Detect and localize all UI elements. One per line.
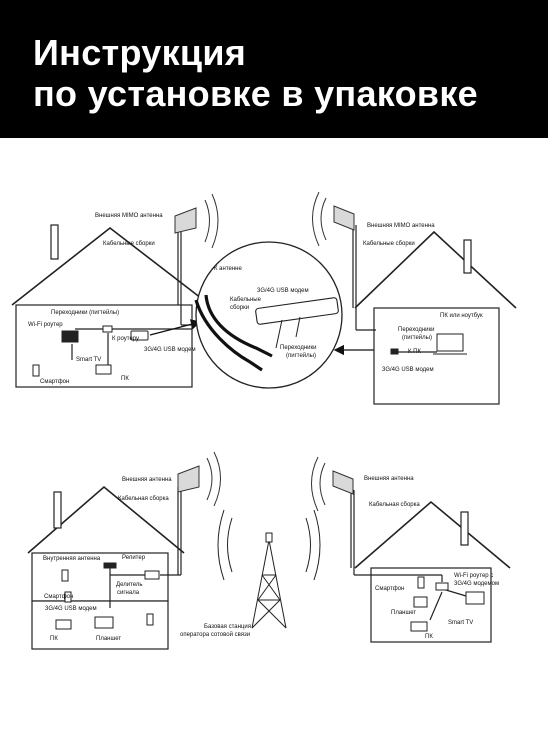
scheme2-right-house bbox=[350, 490, 511, 643]
s1-zoom-adapters-2: (пигтейлы) bbox=[286, 352, 316, 359]
s2-right-cable-label: Кабельная сборка bbox=[369, 502, 420, 508]
s2-left-smartphone-label: Смартфон bbox=[44, 594, 73, 600]
scheme1-zoom-circle bbox=[194, 241, 343, 389]
s1-right-antenna-label: Внешняя MIMO антенна bbox=[367, 223, 435, 229]
s1-left-to-router-label: К роутеру bbox=[112, 336, 139, 342]
scheme1-right-antenna bbox=[312, 191, 355, 247]
s1-right-to-pc-label: К ПК bbox=[408, 349, 421, 355]
s1-left-antenna-label: Внешняя MIMO антенна bbox=[95, 213, 163, 219]
scheme2-left-antenna bbox=[177, 451, 221, 507]
s1-right-adapters-2: (пигтейлы) bbox=[402, 334, 432, 341]
scheme2-right-devices bbox=[410, 576, 485, 632]
s1-left-tv-label: Smart TV bbox=[76, 357, 101, 363]
scheme2-tower bbox=[217, 509, 321, 629]
s2-left-repeater-label: Репитер bbox=[122, 555, 146, 561]
scheme1-left-devices bbox=[32, 325, 149, 377]
s2-right-router-2: 3G/4G модемом bbox=[454, 581, 499, 587]
scheme2-left-devices bbox=[55, 562, 160, 630]
s2-left-antenna-label: Внешняя антенна bbox=[122, 477, 172, 483]
s2-right-tv-label: Smart TV bbox=[448, 620, 473, 626]
s2-left-splitter-2: сигнала bbox=[117, 590, 140, 596]
s1-right-adapters-1: Переходники bbox=[398, 327, 434, 333]
scheme2-right-antenna bbox=[311, 456, 354, 512]
s2-left-modem-label: 3G/4G USB модем bbox=[45, 606, 97, 612]
s1-zoom-cables-2: сборки bbox=[230, 305, 249, 311]
s1-zoom-adapters-1: Переходники bbox=[280, 345, 316, 351]
s2-right-router-1: Wi-Fi роутер с bbox=[454, 573, 493, 579]
s2-right-tablet-label: Планшет bbox=[391, 610, 416, 616]
s1-zoom-modem: 3G/4G USB модем bbox=[257, 288, 309, 294]
s2-tower-label-1: Базовая станция bbox=[204, 624, 251, 630]
s2-left-pc-label: ПК bbox=[50, 636, 58, 642]
s2-right-pc-label: ПК bbox=[425, 634, 433, 640]
s1-right-cables-label: Кабельные сборки bbox=[363, 241, 415, 247]
s1-zoom-to-antenna: К антенне bbox=[214, 266, 242, 272]
s2-left-splitter-1: Делитель bbox=[116, 582, 143, 588]
scheme1-right-devices bbox=[390, 333, 467, 355]
scheme1-left-house bbox=[11, 224, 211, 388]
s2-left-cable-label: Кабельная сборка bbox=[118, 496, 169, 502]
s2-left-inner-antenna-label: Внутренняя антенна bbox=[43, 556, 101, 562]
s1-left-modem-label: 3G/4G USB модем bbox=[144, 347, 196, 353]
scheme1-right-house bbox=[352, 225, 517, 405]
scheme1-left-antenna bbox=[174, 193, 219, 249]
s2-right-antenna-label: Внешняя антенна bbox=[364, 476, 414, 482]
s2-right-smartphone-label: Смартфон bbox=[375, 586, 404, 592]
s1-left-adapters-label: Переходники (пигтейлы) bbox=[51, 309, 119, 316]
s2-left-tablet-label: Планшет bbox=[96, 636, 121, 642]
s1-left-smartphone-label: Смартфон bbox=[40, 379, 69, 385]
header-banner: Инструкция по установке в упаковке bbox=[0, 0, 548, 138]
s1-left-arrow bbox=[149, 319, 202, 336]
page-title: Инструкция по установке в упаковке bbox=[33, 32, 478, 114]
scheme2-left-house bbox=[27, 485, 185, 650]
s1-left-router-label: Wi-Fi роутер bbox=[28, 322, 63, 328]
s1-left-cables-label: Кабельные сборки bbox=[103, 241, 155, 247]
title-line-2: по установке в упаковке bbox=[33, 73, 478, 114]
s1-left-pc-label: ПК bbox=[121, 376, 129, 382]
s1-right-modem-label: 3G/4G USB модем bbox=[382, 367, 434, 373]
title-line-1: Инструкция bbox=[33, 32, 247, 73]
s1-zoom-cables-1: Кабельные bbox=[230, 297, 262, 303]
s1-right-pc-laptop-label: ПК или ноутбук bbox=[440, 313, 483, 319]
s2-tower-label-2: оператора сотовой связи bbox=[180, 631, 250, 638]
